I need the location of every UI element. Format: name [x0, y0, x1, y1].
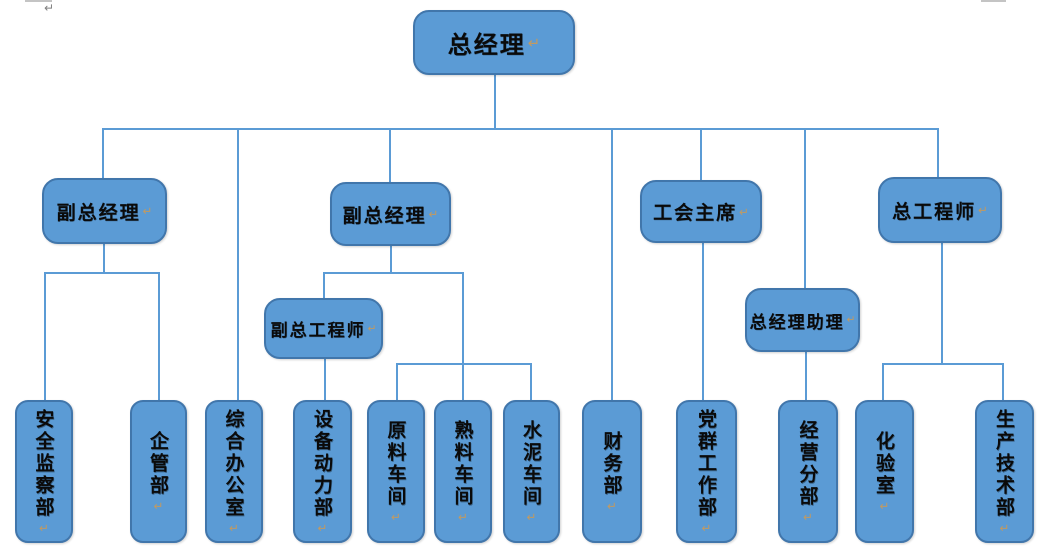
- org-node-label: 生产技术部: [993, 408, 1015, 519]
- org-node-label: 副总经理: [342, 204, 427, 227]
- org-node-operations-branch[interactable]: 经营分部↵: [778, 400, 838, 543]
- org-node-deputy-gm-2[interactable]: 副总经理↵: [330, 182, 451, 246]
- connector-line: [494, 74, 496, 130]
- org-node-cement-workshop[interactable]: 水泥车间↵: [503, 400, 560, 543]
- connector-line: [937, 128, 939, 179]
- return-formatting-mark: ↵: [44, 1, 55, 15]
- org-node-gm-assistant[interactable]: 总经理助理↵: [745, 288, 860, 352]
- connector-line: [103, 243, 105, 274]
- paragraph-mark: ↵: [801, 509, 815, 524]
- paragraph-mark: ↵: [877, 498, 892, 513]
- org-node-label: 熟料车间: [451, 419, 474, 508]
- connector-line: [323, 272, 325, 299]
- paragraph-mark: ↵: [227, 520, 241, 535]
- org-node-general-manager[interactable]: 总经理↵: [413, 10, 575, 75]
- org-node-production-technology[interactable]: 生产技术部↵: [975, 400, 1034, 543]
- org-node-label: 工会主席: [653, 202, 738, 224]
- paragraph-mark: ↵: [151, 498, 166, 513]
- connector-line: [396, 363, 398, 402]
- connector-line: [882, 363, 1004, 365]
- org-node-label: 经营分部: [796, 419, 819, 508]
- org-node-label: 原料车间: [384, 419, 407, 508]
- org-node-label: 综合办公室: [222, 408, 245, 519]
- org-node-party-masses-work[interactable]: 党群工作部↵: [676, 400, 737, 543]
- connector-line: [323, 272, 464, 274]
- org-node-label: 副总经理: [56, 201, 141, 224]
- org-node-laboratory[interactable]: 化验室↵: [855, 400, 914, 543]
- connector-line: [941, 242, 943, 365]
- paragraph-mark: ↵: [699, 520, 714, 535]
- org-node-raw-material-workshop[interactable]: 原料车间↵: [367, 400, 425, 543]
- org-node-label: 总工程师: [892, 200, 977, 223]
- connector-line: [390, 245, 392, 274]
- page-margin-tick: [981, 0, 1006, 2]
- org-node-deputy-gm-1[interactable]: 副总经理↵: [42, 178, 167, 244]
- org-node-label: 党群工作部: [695, 408, 717, 519]
- connector-line: [700, 128, 702, 182]
- paragraph-mark: ↵: [846, 314, 856, 326]
- paragraph-mark: ↵: [527, 33, 541, 52]
- connector-line: [804, 128, 806, 290]
- connector-line: [462, 272, 464, 402]
- connector-line: [530, 363, 532, 402]
- paragraph-mark: ↵: [389, 509, 403, 524]
- connector-line: [389, 128, 391, 184]
- org-node-finance-dept[interactable]: 财务部↵: [582, 400, 642, 543]
- paragraph-mark: ↵: [142, 204, 153, 218]
- paragraph-mark: ↵: [739, 204, 749, 219]
- paragraph-mark: ↵: [978, 203, 988, 217]
- org-node-safety-supervision[interactable]: 安全监察部↵: [15, 400, 73, 543]
- org-node-label: 水泥车间: [520, 419, 542, 508]
- connector-line: [44, 272, 46, 402]
- org-node-label: 企管部: [147, 430, 169, 497]
- org-node-union-chairman[interactable]: 工会主席↵: [640, 180, 762, 243]
- org-node-label: 总经理助理: [749, 312, 845, 333]
- org-node-label: 设备动力部: [311, 408, 333, 519]
- paragraph-mark: ↵: [605, 498, 619, 513]
- org-node-label: 安全监察部: [32, 408, 55, 519]
- org-node-label: 总经理: [447, 31, 526, 59]
- connector-line: [1002, 363, 1004, 402]
- org-node-clinker-workshop[interactable]: 熟料车间↵: [434, 400, 492, 543]
- connector-line: [324, 358, 326, 402]
- paragraph-mark: ↵: [428, 207, 439, 221]
- connector-line: [396, 363, 532, 365]
- org-node-enterprise-mgmt[interactable]: 企管部↵: [130, 400, 187, 543]
- connector-line: [611, 128, 613, 402]
- connector-line: [44, 272, 160, 274]
- paragraph-mark: ↵: [997, 520, 1012, 535]
- paragraph-mark: ↵: [456, 509, 470, 524]
- org-node-label: 财务部: [600, 430, 623, 497]
- paragraph-mark: ↵: [367, 322, 377, 335]
- connector-line: [882, 363, 884, 402]
- org-node-label: 化验室: [873, 430, 895, 497]
- paragraph-mark: ↵: [315, 520, 330, 535]
- paragraph-mark: ↵: [37, 520, 51, 535]
- org-node-chief-engineer[interactable]: 总工程师↵: [878, 177, 1002, 243]
- org-node-label: 副总工程师: [270, 321, 366, 341]
- connector-line: [102, 128, 939, 130]
- connector-line: [702, 242, 704, 402]
- org-node-deputy-chief-engineer[interactable]: 副总工程师↵: [264, 298, 383, 359]
- connector-line: [158, 272, 160, 402]
- connector-line: [237, 128, 239, 402]
- connector-line: [102, 128, 104, 180]
- org-node-general-office[interactable]: 综合办公室↵: [205, 400, 263, 543]
- connector-line: [805, 351, 807, 402]
- paragraph-mark: ↵: [524, 509, 539, 524]
- page-margin-tick: [25, 0, 52, 2]
- org-node-equipment-power[interactable]: 设备动力部↵: [293, 400, 352, 543]
